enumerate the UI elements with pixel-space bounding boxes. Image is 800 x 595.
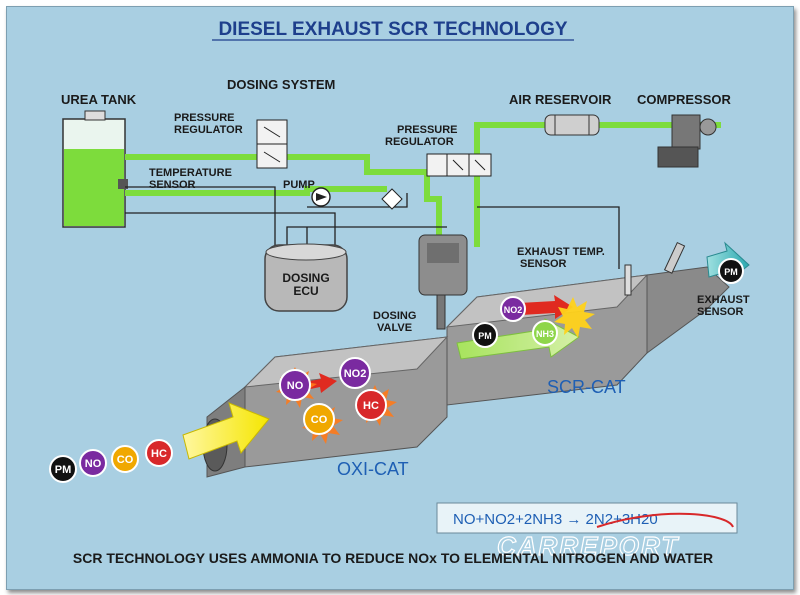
exhaust-temp-sensor <box>624 264 632 296</box>
oxi-particle-hc-circle <box>355 389 387 421</box>
page-title: DIESEL EXHAUST SCR TECHNOLOGY <box>218 19 567 40</box>
inflow-particle-hc-label: HC <box>151 448 167 460</box>
inflow-particle-no-circle <box>79 449 107 477</box>
inflow-particle-co-label: CO <box>117 454 134 466</box>
oxi-particle-no-label: NO <box>287 380 304 392</box>
exhaust-temp-sensor-label-line1: EXHAUST TEMP. <box>517 246 605 258</box>
caption: SCR TECHNOLOGY USES AMMONIA TO REDUCE NO… <box>73 550 713 566</box>
pressure-regulator-2-label-line1: PRESSURE <box>397 124 458 136</box>
scr-particle-no2-circle <box>500 296 526 322</box>
dosing-system-label: DOSING SYSTEM <box>227 77 335 92</box>
inflow-particle-no-label: NO <box>85 458 102 470</box>
compressor-label: COMPRESSOR <box>637 92 732 107</box>
urea-tank-label: UREA TANK <box>61 92 137 107</box>
no2-reaction-arrow <box>519 295 573 319</box>
watermark: CARREPORT <box>497 531 679 561</box>
watermark-swoosh <box>596 512 734 528</box>
oxi-particle-no2-label: NO2 <box>344 368 367 380</box>
exhaust-sensor <box>663 241 686 274</box>
inflow-particle-pm-circle <box>49 455 77 483</box>
scr-cat-label: SCR-CAT <box>547 377 626 397</box>
oxi-particle-hc-label: HC <box>363 400 379 412</box>
scr-diagram: DIESEL EXHAUST SCR TECHNOLOGY UREA TANK … <box>49 19 750 566</box>
dosing-valve <box>418 234 468 330</box>
temperature-sensor-label-line2: SENSOR <box>149 179 196 191</box>
dosing-ecu-label-line1: DOSING <box>282 271 329 285</box>
air-reservoir-label: AIR RESERVOIR <box>509 92 612 107</box>
outflow-particle-pm-label: PM <box>724 267 738 277</box>
dosing-ecu-label-line2: ECU <box>293 284 318 298</box>
pressure-regulator-1-label-line2: REGULATOR <box>174 124 243 136</box>
exhaust-in-arrow <box>182 402 270 460</box>
diagram-panel: DIESEL EXHAUST SCR TECHNOLOGY UREA TANK … <box>6 6 794 590</box>
pump <box>311 187 403 210</box>
dosing-valve-label-line2: VALVE <box>377 322 412 334</box>
pump-label: PUMP <box>283 179 315 191</box>
pressure-regulator-1 <box>256 119 288 169</box>
pressure-regulator-2-label-line2: REGULATOR <box>385 136 454 148</box>
oxi-particle-no-circle <box>279 369 311 401</box>
oxi-particle-co-circle <box>303 403 335 435</box>
oxi-particle-co-label: CO <box>311 414 328 426</box>
scr-particle-no2-label: NO2 <box>504 305 523 315</box>
equation-box <box>436 502 738 534</box>
inflow-particle-pm-label: PM <box>55 464 72 476</box>
dosing-ecu <box>264 243 348 312</box>
scr-particle-pm-label: PM <box>478 331 492 341</box>
exhaust-sensor-label-line1: EXHAUST <box>697 294 750 306</box>
exhaust-temp-sensor-label-line2: SENSOR <box>520 258 567 270</box>
scr-particle-nh3-circle <box>532 320 558 346</box>
pressure-regulator-1-label-line1: PRESSURE <box>174 112 235 124</box>
scr-particle-pm-circle <box>472 322 498 348</box>
exhaust-sensor-label-line2: SENSOR <box>697 306 744 318</box>
oxi-cat-label: OXI-CAT <box>337 459 409 479</box>
urea-tank <box>62 110 128 228</box>
pressure-regulator-2 <box>426 153 492 177</box>
dosing-valve-label-line1: DOSING <box>373 310 416 322</box>
scr-burst <box>554 297 595 338</box>
temperature-sensor-label-line1: TEMPERATURE <box>149 167 232 179</box>
oxi-particle-no2-circle <box>339 357 371 389</box>
air-reservoir <box>544 114 600 136</box>
inflow-particle-co-circle <box>111 445 139 473</box>
outflow-particle-pm-circle <box>718 258 744 284</box>
compressor <box>657 114 717 168</box>
scr-particle-nh3-label: NH3 <box>536 329 554 339</box>
inflow-particle-hc-circle <box>145 439 173 467</box>
